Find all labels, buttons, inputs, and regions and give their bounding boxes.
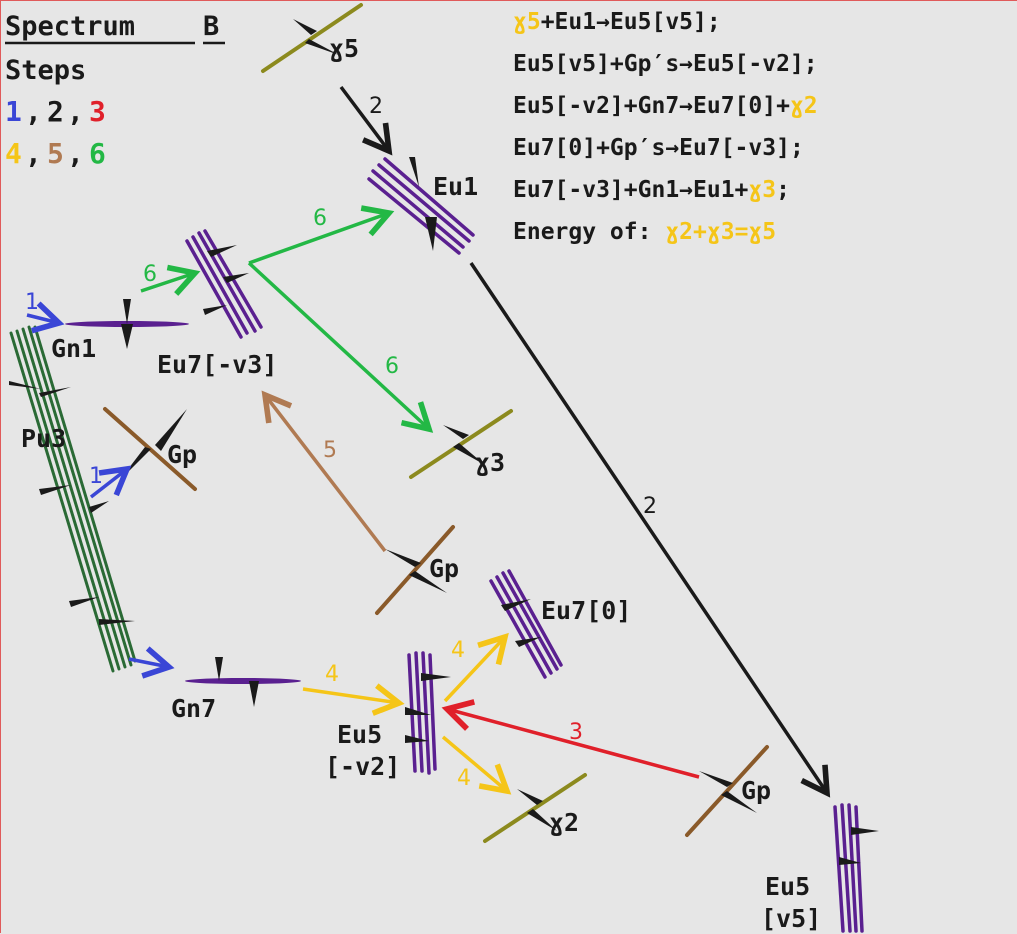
svg-text:,: , xyxy=(25,137,42,170)
arrow-blue-to-gp: 1 xyxy=(89,464,132,499)
gn7-molecule-icon xyxy=(185,657,301,707)
label-gn7: Gn7 xyxy=(171,694,216,723)
label-eu5-v5-bottom: [v5] xyxy=(761,904,821,933)
steps-label: Steps xyxy=(5,55,86,86)
arrow-label-5: 5 xyxy=(323,438,337,463)
step-2: 2 xyxy=(47,95,64,128)
header-legend: Spectrum B Steps 1 , 2 , 3 4 , 5 , 6 xyxy=(5,11,225,170)
equation-line: Eu5[-v2]+Gn7→Eu7[0]+ɣ2 xyxy=(513,93,818,119)
arrow-yellow-eu5-y2: 4 xyxy=(441,735,512,795)
spectrum-title: Spectrum xyxy=(5,11,135,42)
step-6: 6 xyxy=(89,137,106,170)
arrow-blue-to-gn7 xyxy=(128,646,175,679)
label-y2: ɣ2 xyxy=(549,808,579,837)
equation-part: +Eu1→Eu5[v5]; xyxy=(541,9,721,35)
label-eu7-v3: Eu7[-v3] xyxy=(157,350,277,379)
arrow-label-1b: 1 xyxy=(89,464,103,489)
equation-part: ɣ2 xyxy=(790,93,818,119)
equation-line: Eu7[-v3]+Gn1→Eu1+ɣ3; xyxy=(513,177,790,203)
y5-photon-icon xyxy=(261,3,363,73)
arrow-green-to-eu7v3: 6 xyxy=(140,262,201,296)
arrow-label-4c: 4 xyxy=(457,766,471,791)
equation-part: Energy of: xyxy=(513,219,665,245)
equation-line: Eu5[v5]+Gp′s→Eu5[-v2]; xyxy=(513,51,818,77)
arrow-brown-gp-eu7v3: 5 xyxy=(261,390,387,553)
arrow-label-2b: 2 xyxy=(643,494,657,519)
equation-part: ; xyxy=(776,177,790,203)
step-5: 5 xyxy=(47,137,64,170)
arrow-green-eu7v3-eu1: 6 xyxy=(248,205,395,265)
arrow-label-6a: 6 xyxy=(143,262,157,287)
equation-line: Energy of: ɣ2+ɣ3=ɣ5 xyxy=(513,219,776,245)
arrow-black-y5-eu1: 2 xyxy=(339,85,393,156)
label-eu5-v2-bottom: [-v2] xyxy=(325,752,400,781)
y2-photon-icon xyxy=(483,773,587,843)
svg-text:,: , xyxy=(67,95,84,128)
eu1-molecule-icon xyxy=(367,157,475,255)
arrow-label-6b: 6 xyxy=(313,206,327,231)
label-gp-left: Gp xyxy=(167,440,197,469)
pu3-molecule-icon xyxy=(9,325,137,673)
reaction-equations: ɣ5+Eu1→Eu5[v5]; Eu5[v5]+Gp′s→Eu5[-v2]; Eu5… xyxy=(513,9,818,245)
label-eu1: Eu1 xyxy=(433,172,478,201)
gn1-molecule-icon xyxy=(65,299,189,349)
step-4: 4 xyxy=(5,137,22,170)
label-gn1: Gn1 xyxy=(51,334,96,363)
eu5-v5-molecule-icon xyxy=(833,803,879,933)
equation-line: Eu7[0]+Gp′s→Eu7[-v3]; xyxy=(513,135,804,161)
arrow-red-gp-eu5v2: 3 xyxy=(441,699,700,779)
equation-part: ɣ2+ɣ3=ɣ5 xyxy=(665,219,776,245)
arrow-blue-to-gn1: 1 xyxy=(25,290,65,334)
equation-part: Eu7[0]+Gp′s→Eu7[-v3]; xyxy=(513,135,804,161)
equation-part: ɣ3 xyxy=(748,177,776,203)
gp-mid-molecule-icon xyxy=(375,525,455,615)
equation-part: Eu7[-v3]+Gn1→Eu1+ xyxy=(513,177,749,203)
y3-photon-icon xyxy=(409,409,513,479)
arrow-yellow-gn7-eu5: 4 xyxy=(302,662,405,716)
arrow-label-4b: 4 xyxy=(451,638,465,663)
eu7-0-molecule-icon xyxy=(489,569,563,679)
arrow-label-6c: 6 xyxy=(385,354,399,379)
step-3: 3 xyxy=(89,95,106,128)
arrow-label-2a: 2 xyxy=(369,94,383,119)
label-eu5-v5-top: Eu5 xyxy=(765,872,810,901)
arrow-yellow-eu5-eu7-0: 4 xyxy=(443,632,509,703)
equation-line: ɣ5+Eu1→Eu5[v5]; xyxy=(513,9,721,35)
arrow-label-3: 3 xyxy=(569,720,583,745)
equation-part: Eu5[-v2]+Gn7→Eu7[0]+ xyxy=(513,93,790,119)
arrow-black-eu1-eu5v5: 2 xyxy=(469,262,831,798)
label-gp-mid: Gp xyxy=(429,554,459,583)
eu7-v3-molecule-icon xyxy=(185,229,263,339)
label-gp-right: Gp xyxy=(741,776,771,805)
step-1: 1 xyxy=(5,95,22,128)
eu5-v2-molecule-icon xyxy=(405,651,451,775)
equation-part: ɣ5 xyxy=(513,9,541,35)
spectrum-suffix: B xyxy=(203,11,219,42)
equation-part: Eu5[v5]+Gp′s→Eu5[-v2]; xyxy=(513,51,818,77)
svg-text:,: , xyxy=(25,95,42,128)
label-eu7-0: Eu7[0] xyxy=(541,596,631,625)
label-eu5-v2-top: Eu5 xyxy=(337,720,382,749)
arrow-green-eu7v3-y3: 6 xyxy=(247,261,434,433)
label-pu3: Pu3 xyxy=(21,424,66,453)
label-y5: ɣ5 xyxy=(329,34,359,63)
arrow-label-4a: 4 xyxy=(325,662,339,687)
arrow-label-1a: 1 xyxy=(25,290,39,315)
gp-right-molecule-icon xyxy=(685,745,769,837)
svg-text:,: , xyxy=(67,137,84,170)
label-y3: ɣ3 xyxy=(475,448,505,477)
